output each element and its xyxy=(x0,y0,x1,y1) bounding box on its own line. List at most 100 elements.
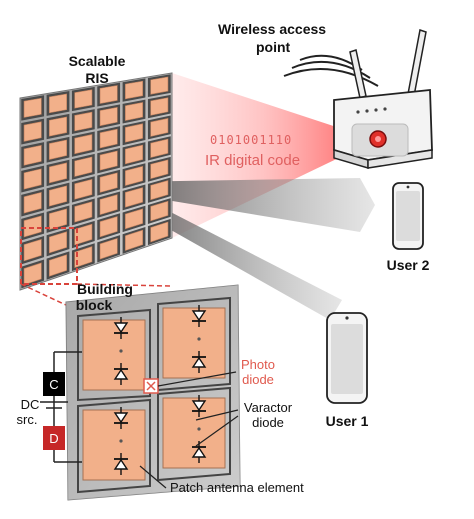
varactor-diode xyxy=(113,453,129,475)
ris-tile xyxy=(150,118,169,137)
ris-tile xyxy=(99,172,118,193)
block-label-line1: Building xyxy=(77,281,133,297)
ris-tile xyxy=(49,254,67,277)
building-block-detail xyxy=(65,284,241,501)
ris-tile xyxy=(23,121,42,142)
varactor-leader-1 xyxy=(195,409,239,421)
ris-tile xyxy=(49,231,67,254)
ris-tile xyxy=(99,85,118,104)
ris-tile xyxy=(99,106,118,127)
varactor-diode xyxy=(113,317,129,339)
ris-tile xyxy=(150,180,169,201)
ris-tile xyxy=(74,246,93,269)
varactor-diode xyxy=(191,351,207,373)
ris-tile xyxy=(23,191,42,214)
user2-label: User 2 xyxy=(387,257,430,273)
ris-label-line1: Scalable xyxy=(69,53,126,69)
ris-tile-grid xyxy=(21,74,171,289)
ris-tile xyxy=(74,111,93,132)
user1-label: User 1 xyxy=(326,413,369,429)
building-block-highlight xyxy=(20,227,78,285)
ris-tile xyxy=(150,221,169,243)
via-dot xyxy=(119,439,123,443)
ris-tile xyxy=(150,97,169,116)
ris-tile xyxy=(99,216,118,238)
ris-tile xyxy=(99,128,118,149)
ris-tile xyxy=(49,116,67,137)
ris-tile xyxy=(125,144,143,165)
ris-tile xyxy=(23,215,42,238)
varactor-leader-2 xyxy=(195,415,239,447)
ris-tile xyxy=(150,138,169,158)
dc-source-wiring xyxy=(40,351,82,463)
via-dot xyxy=(197,427,201,431)
via-dot xyxy=(197,337,201,341)
via-dot xyxy=(119,349,123,353)
ris-tile xyxy=(125,229,143,251)
ris-tile xyxy=(150,200,169,222)
ris-tile xyxy=(99,150,118,171)
ris-tile xyxy=(49,139,67,160)
varactor-diode-group xyxy=(113,305,207,475)
ris-tile xyxy=(99,194,118,216)
ris-tile xyxy=(74,201,93,223)
varactor-diode xyxy=(113,407,129,429)
zoom-line-left xyxy=(20,283,67,306)
dc-source-c-label: C xyxy=(49,377,58,392)
ris-tile xyxy=(23,144,42,166)
ris-tile xyxy=(150,159,169,180)
dc-source-d-label: D xyxy=(49,431,58,446)
ris-tile xyxy=(125,187,143,208)
patch-bl xyxy=(82,409,146,481)
ris-tile xyxy=(99,237,118,260)
ir-code-label: IR digital code xyxy=(205,152,300,169)
ris-tile xyxy=(125,102,143,121)
reflected-beam-user2 xyxy=(118,178,375,232)
ris-tile xyxy=(125,208,143,230)
reflected-beam-user1 xyxy=(118,185,342,320)
dc-source-c xyxy=(43,372,65,396)
ris-tile xyxy=(49,93,67,114)
ris-tile xyxy=(125,165,143,186)
dc-label-line1: DC xyxy=(21,397,40,412)
user2-phone xyxy=(392,182,424,250)
varactor-diode xyxy=(191,305,207,327)
varactor-diode xyxy=(191,395,207,417)
ris-tile xyxy=(150,76,169,95)
ris-tile xyxy=(125,80,143,100)
ris-tile xyxy=(74,156,93,177)
ris-tile xyxy=(23,168,42,190)
photo-leader xyxy=(157,371,237,387)
dc-source-d xyxy=(43,426,65,450)
patch-antenna-label: Patch antenna element xyxy=(170,480,304,495)
wireless-access-point xyxy=(283,29,433,170)
user1-phone xyxy=(326,312,368,404)
ris-tile xyxy=(49,185,67,207)
ris-tile xyxy=(23,97,42,118)
ris-tile xyxy=(74,223,93,246)
varactor-label-line1: Varactor xyxy=(244,400,293,415)
varactor-label-line2: diode xyxy=(252,415,284,430)
patch-leader xyxy=(139,465,167,489)
block-label-line2: block xyxy=(76,297,113,313)
ir-bits: 0101001110 xyxy=(210,133,292,147)
dc-label-line2: src. xyxy=(17,412,38,427)
ris-tile xyxy=(23,262,42,286)
varactor-diode xyxy=(113,363,129,385)
ris-label-line2: RIS xyxy=(85,70,108,86)
varactor-diode xyxy=(191,441,207,463)
photo-label-line2: diode xyxy=(242,372,274,387)
photo-label-line1: Photo xyxy=(241,357,275,372)
ris-panel xyxy=(19,72,173,291)
ris-tile xyxy=(74,134,93,155)
ris-tile xyxy=(49,162,67,184)
ris-tile xyxy=(74,89,93,109)
ris-tile xyxy=(49,208,67,230)
patch-tl xyxy=(82,319,146,391)
ap-label-line2: point xyxy=(256,39,291,55)
ap-label-line1: Wireless access xyxy=(218,21,326,37)
ris-tile xyxy=(74,178,93,200)
ris-tile xyxy=(23,239,42,262)
ris-tile xyxy=(125,123,143,143)
